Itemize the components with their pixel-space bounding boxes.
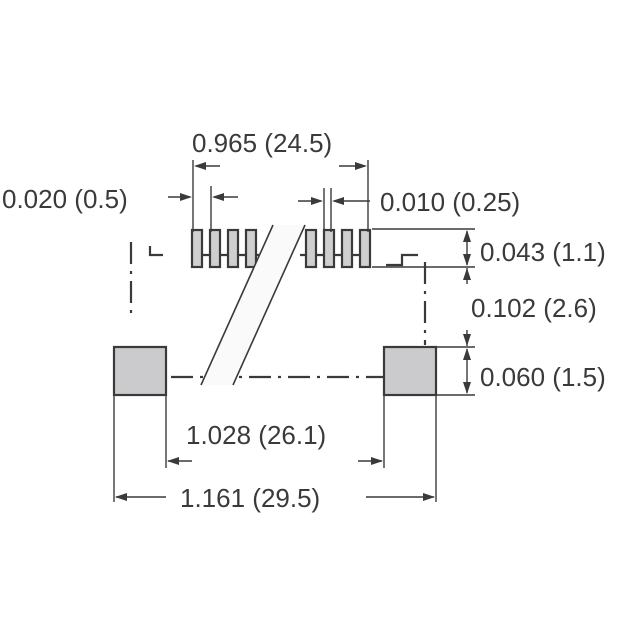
pin — [340, 228, 354, 269]
left-pin-group — [190, 228, 258, 269]
pin — [358, 228, 372, 269]
dim-pin-gap: 0.010 (0.25) — [380, 187, 520, 217]
pin — [190, 228, 204, 269]
pin — [244, 228, 258, 269]
right-pin-group — [304, 228, 372, 269]
pin — [322, 228, 336, 269]
dim-pin-width: 0.020 (0.5) — [2, 184, 128, 214]
dim-pin-span: 0.965 (24.5) — [192, 128, 332, 158]
pin — [226, 228, 240, 269]
pin — [304, 228, 318, 269]
dim-overall-width: 1.161 (29.5) — [180, 483, 320, 513]
pin — [208, 228, 222, 269]
dim-pin-height: 0.043 (1.1) — [480, 237, 606, 267]
left-mounting-pad — [112, 345, 168, 397]
dim-inner-pad-span: 1.028 (26.1) — [186, 420, 326, 450]
dim-pin-to-pad: 0.102 (2.6) — [471, 293, 597, 323]
dimension-arrows — [115, 162, 471, 501]
break-band — [200, 224, 306, 386]
extension-lines — [113, 160, 475, 502]
dim-pad-height: 0.060 (1.5) — [480, 362, 606, 392]
right-mounting-pad — [382, 345, 438, 397]
